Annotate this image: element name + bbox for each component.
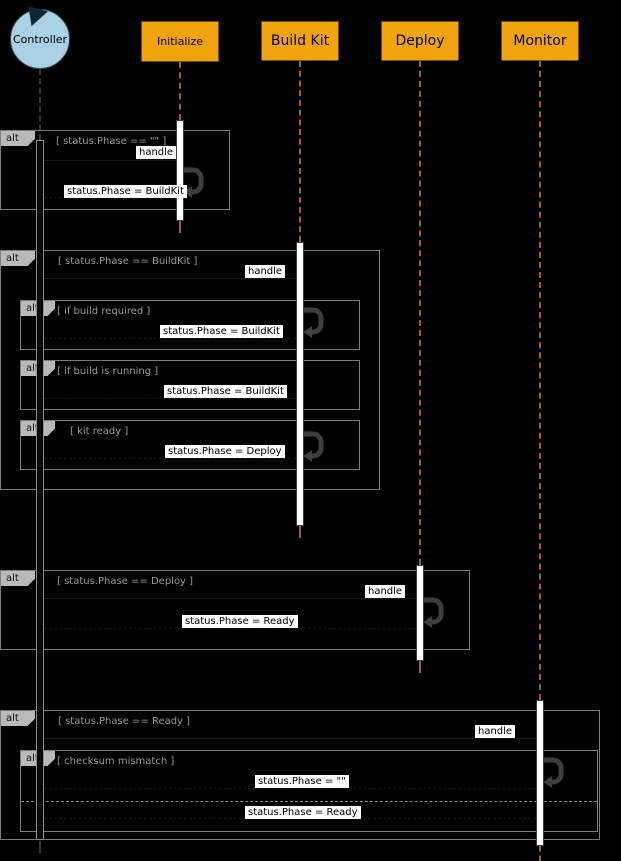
guard-phase-empty: [ status.Phase == "" ] xyxy=(56,136,167,147)
participant-label: Build Kit xyxy=(270,33,330,49)
message-label-set-phase-buildkit: status.Phase = BuildKit xyxy=(160,325,283,338)
alt-fragment-phase-deploy: alt xyxy=(0,570,470,650)
message-line xyxy=(44,738,536,739)
self-call-arrow-icon xyxy=(303,431,324,462)
fragment-operator-label: alt xyxy=(1,571,35,586)
guard-phase-buildkit: [ status.Phase == BuildKit ] xyxy=(58,256,198,267)
fragment-operator-label: alt xyxy=(1,131,35,146)
participant-label: Initialize xyxy=(156,35,204,48)
return-line xyxy=(44,628,416,629)
guard-checksum-mismatch: [ checksum mismatch ] xyxy=(57,756,175,767)
activation-deploy xyxy=(416,565,424,661)
message-line xyxy=(44,278,296,279)
message-label-handle-buildkit: handle xyxy=(245,265,286,278)
alt-else-divider xyxy=(21,801,597,802)
fragment-operator-label: alt xyxy=(1,251,35,266)
message-label-handle-initialize: handle xyxy=(136,146,177,159)
guard-phase-ready: [ status.Phase == Ready ] xyxy=(58,716,191,727)
actor-controller: Controller xyxy=(10,0,70,69)
guard-build-required: [ if build required ] xyxy=(57,306,151,317)
alt-fragment-phase-ready: alt xyxy=(0,710,600,840)
self-call-arrow-icon xyxy=(303,307,324,338)
message-label-set-phase-ready: status.Phase = Ready xyxy=(245,806,361,819)
fragment-operator-label: alt xyxy=(1,711,35,726)
lifeline-initialize xyxy=(179,221,181,233)
activation-controller xyxy=(36,140,44,840)
return-line xyxy=(44,788,536,789)
message-label-set-phase-buildkit: status.Phase = BuildKit xyxy=(64,185,187,198)
message-label-set-phase-buildkit: status.Phase = BuildKit xyxy=(164,385,287,398)
return-line xyxy=(44,398,296,399)
return-line xyxy=(44,338,296,339)
participant-initialize: Initialize xyxy=(141,21,219,62)
participant-label: Deploy xyxy=(395,33,445,49)
self-call-arrow-icon xyxy=(183,167,204,198)
self-call-arrow-icon xyxy=(543,757,564,788)
participant-monitor: Monitor xyxy=(501,21,579,61)
message-line xyxy=(44,598,416,599)
lifeline-deploy xyxy=(419,61,421,565)
actor-label: Controller xyxy=(12,32,68,46)
self-call-arrow-icon xyxy=(423,597,444,628)
message-label-set-phase-deploy: status.Phase = Deploy xyxy=(165,445,285,458)
lifeline-build-kit xyxy=(299,526,301,538)
return-line xyxy=(44,458,296,459)
guard-kit-ready: [ kit ready ] xyxy=(70,426,129,437)
lifeline-deploy xyxy=(419,661,421,673)
lifeline-controller xyxy=(39,69,41,140)
control-actor-arrow-icon xyxy=(20,0,48,27)
message-label-set-phase-empty: status.Phase = "" xyxy=(255,775,349,788)
alt-fragment-phase-empty: alt xyxy=(0,130,230,210)
message-label-set-phase-ready: status.Phase = Ready xyxy=(182,615,298,628)
lifeline-initialize xyxy=(179,62,181,120)
lifeline-monitor xyxy=(539,61,541,700)
message-line xyxy=(44,160,176,161)
guard-phase-deploy: [ status.Phase == Deploy ] xyxy=(57,576,194,587)
guard-build-running: [ if build is running ] xyxy=(57,366,159,377)
participant-label: Monitor xyxy=(513,33,567,49)
participant-build-kit: Build Kit xyxy=(261,21,339,61)
participant-deploy: Deploy xyxy=(381,21,459,61)
activation-build-kit xyxy=(296,242,304,526)
lifeline-build-kit xyxy=(299,61,301,242)
activation-monitor xyxy=(536,700,544,846)
alt-fragment-phase-buildkit: alt xyxy=(0,250,380,490)
message-label-handle-monitor: handle xyxy=(475,725,516,738)
message-label-handle-deploy: handle xyxy=(365,585,406,598)
lifeline-controller xyxy=(39,841,41,853)
lifeline-monitor xyxy=(539,846,541,861)
